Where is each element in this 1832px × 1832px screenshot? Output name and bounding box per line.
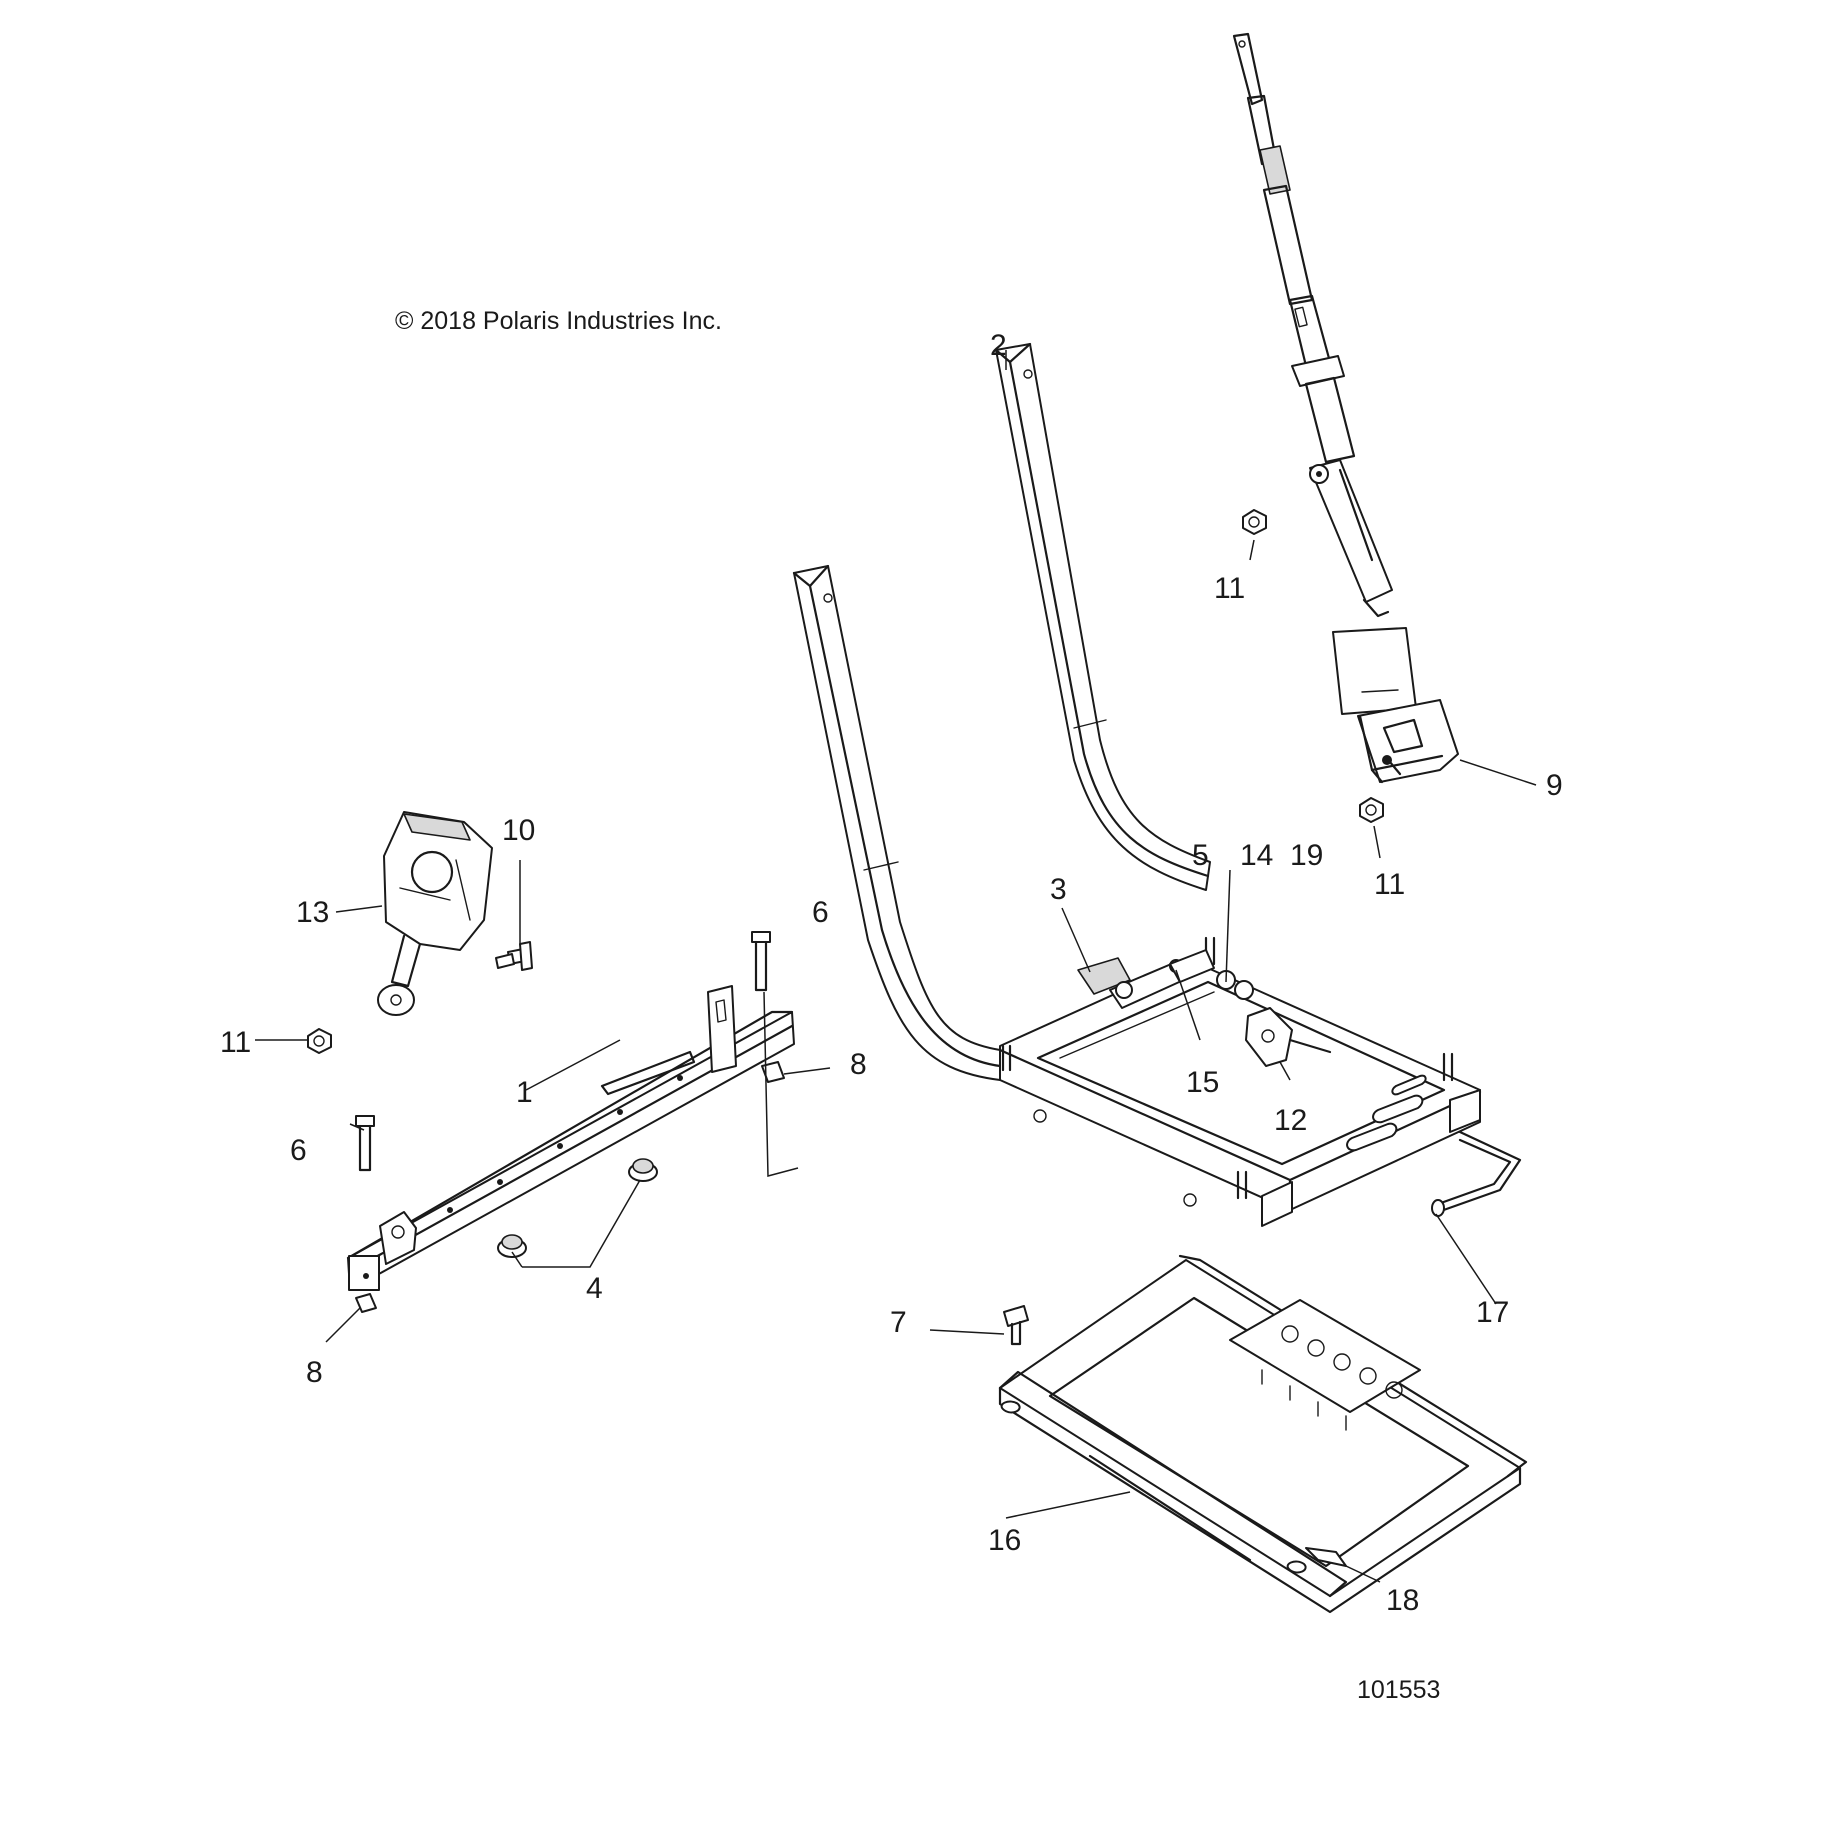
callout-6-lower: 6	[290, 1134, 307, 1167]
flange-nut-upper	[1242, 509, 1267, 535]
callout-3: 3	[1050, 873, 1067, 906]
callout-10: 10	[502, 814, 535, 847]
bolt-10	[495, 941, 533, 971]
flange-nut-lower	[1359, 797, 1384, 823]
bolt-7	[1003, 1305, 1029, 1346]
callout-9: 9	[1546, 769, 1563, 802]
callout-8-upper: 8	[850, 1048, 867, 1081]
callouts: 1 2 3 4 5 6 6 7 8 8 9 10 11 11 11 12 13 …	[220, 329, 1563, 1617]
callout-18: 18	[1386, 1584, 1419, 1617]
clip-8-lower	[355, 1293, 377, 1313]
grommet-4-upper	[628, 1158, 658, 1182]
leader-lines	[255, 350, 1537, 1583]
callout-15: 15	[1186, 1066, 1219, 1099]
callout-5: 5	[1192, 839, 1209, 872]
callout-11-upper: 11	[1214, 572, 1245, 605]
copyright-text: © 2018 Polaris Industries Inc.	[395, 307, 722, 335]
callout-11-left: 11	[220, 1026, 251, 1059]
figure-number: 101553	[1357, 1676, 1440, 1704]
grommet-4-lower	[497, 1234, 527, 1258]
seat-belt-retractor	[1232, 32, 1459, 784]
callout-7: 7	[890, 1306, 907, 1339]
callout-8-lower: 8	[306, 1356, 323, 1389]
callout-2: 2	[990, 329, 1007, 362]
callout-1: 1	[516, 1076, 533, 1109]
cross-tube	[346, 985, 795, 1291]
callout-19: 19	[1290, 839, 1323, 872]
callout-12: 12	[1274, 1104, 1307, 1137]
seat-slider	[998, 1254, 1528, 1614]
callout-13: 13	[296, 896, 329, 929]
latch-12	[1245, 1007, 1332, 1067]
callout-6-upper: 6	[812, 896, 829, 929]
callout-11-lower: 11	[1374, 868, 1405, 901]
release-rod	[1431, 1130, 1522, 1217]
flange-nut-left	[307, 1028, 332, 1054]
seat-belt-buckle	[377, 811, 493, 1016]
callout-16: 16	[988, 1524, 1021, 1557]
bolt-6-upper	[751, 931, 771, 992]
callout-14: 14	[1240, 839, 1273, 872]
seat-frame	[792, 342, 1482, 1227]
bolt-6-lower	[355, 1115, 375, 1172]
callout-4: 4	[586, 1272, 603, 1305]
callout-17: 17	[1476, 1296, 1509, 1329]
